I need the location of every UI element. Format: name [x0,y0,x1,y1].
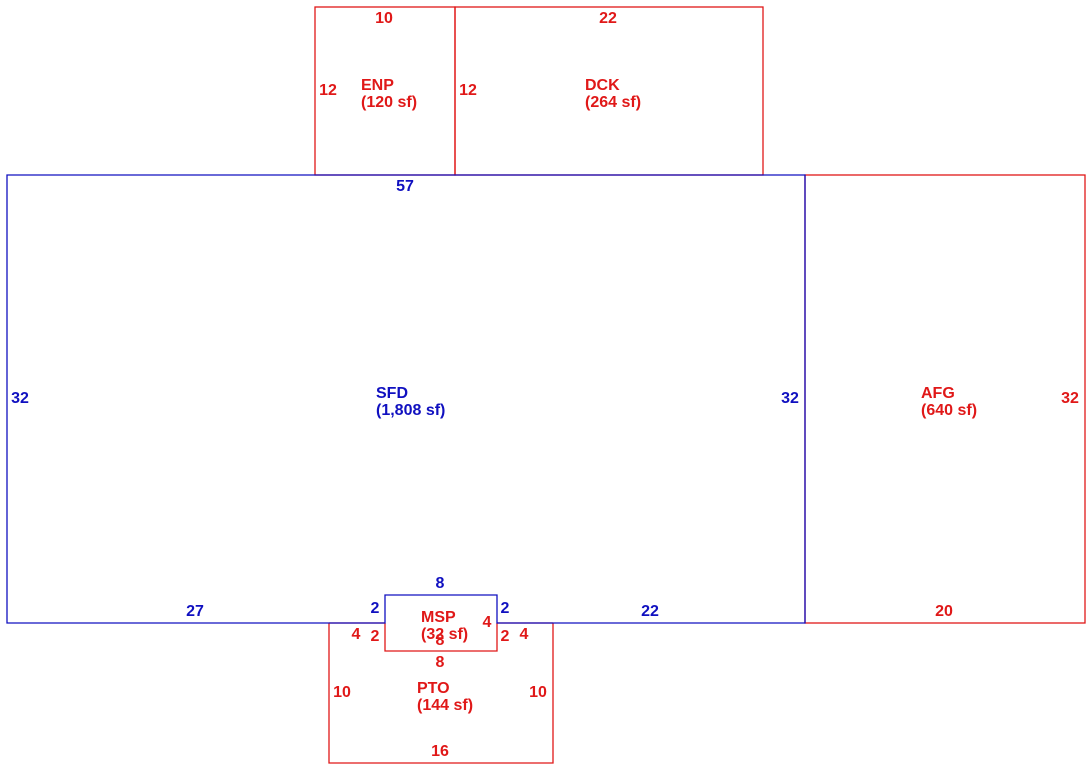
pto-outline [328,623,554,764]
sfd-notch-top-dimension: 8 [436,575,445,592]
sfd-notch-left-dimension: 2 [371,600,380,617]
enp-top-dimension: 10 [375,10,393,27]
sfd-outline [6,174,806,624]
sfd-bottom-left-dimension: 27 [186,603,204,620]
sfd-bottom-right-dimension: 22 [641,603,659,620]
pto-left-top-dimension: 4 [352,626,361,643]
sfd-notch-right-dimension: 2 [501,600,510,617]
pto-left-dimension: 10 [333,684,351,701]
dck-area-label: (264 sf) [585,94,641,111]
msp-left-dimension: 2 [371,628,380,645]
dck-top-dimension: 22 [599,10,617,27]
afg-bottom-dimension: 20 [935,603,953,620]
pto-right-top-dimension: 4 [520,626,529,643]
msp-area-label: (32 sf) [421,626,468,643]
msp-inner-right-dimension: 4 [483,614,492,631]
afg-right-dimension: 32 [1061,390,1079,407]
pto-bottom-dimension: 16 [431,743,449,760]
msp-right-dimension: 2 [501,628,510,645]
enp-code-label: ENP [361,77,394,94]
afg-code-label: AFG [921,385,955,402]
sfd-right-dimension: 32 [781,390,799,407]
sfd-area-label: (1,808 sf) [376,402,445,419]
enp-left-dimension: 12 [319,82,337,99]
sfd-top-dimension: 57 [396,178,414,195]
afg-area-label: (640 sf) [921,402,977,419]
pto-area-label: (144 sf) [417,697,473,714]
dck-left-dimension: 12 [459,82,477,99]
sfd-code-label: SFD [376,385,408,402]
pto-code-label: PTO [417,680,450,697]
msp-outline [384,623,498,652]
msp-inner-bottom-dimension: 8 [436,632,445,649]
enp-area-label: (120 sf) [361,94,417,111]
pto-right-dimension: 10 [529,684,547,701]
msp-bottom-dimension: 8 [436,654,445,671]
dck-code-label: DCK [585,77,620,94]
msp-code-label: MSP [421,609,456,626]
sfd-left-dimension: 32 [11,390,29,407]
